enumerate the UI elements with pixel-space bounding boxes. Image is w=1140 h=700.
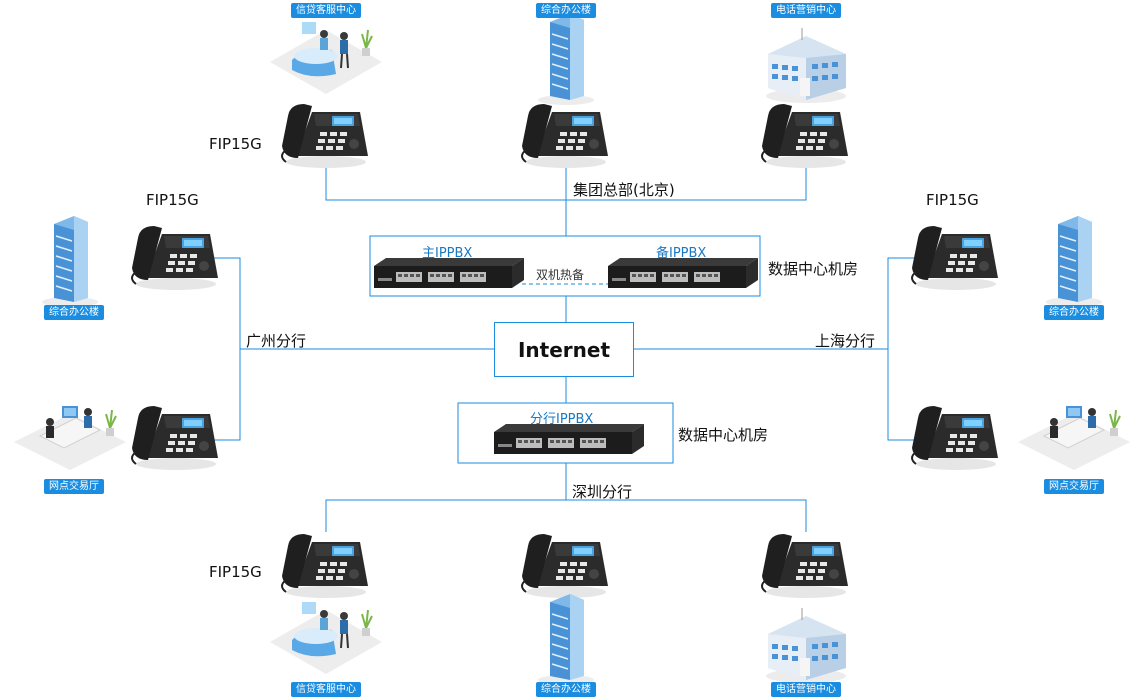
phone-model-label-right: FIP15G <box>926 191 979 209</box>
phone-model-label-bottom: FIP15G <box>209 563 262 581</box>
telemarketing-building-illustration-top <box>765 27 847 104</box>
tag-office-right: 综合办公楼 <box>1044 305 1104 320</box>
credit-service-center-illustration-bottom <box>269 601 383 675</box>
ip-phone-left-upper <box>131 225 219 291</box>
tag-sales-bottom: 电话营销中心 <box>771 682 841 697</box>
tag-office-bottom: 综合办公楼 <box>536 682 596 697</box>
tag-credit-service-bottom: 信贷客服中心 <box>291 682 361 697</box>
shenzhen-branch-label: 深圳分行 <box>572 483 633 501</box>
ip-phone-top-left <box>281 103 369 169</box>
tag-credit-service-top: 信贷客服中心 <box>291 3 361 18</box>
headquarters-label: 集团总部(北京) <box>573 181 675 199</box>
ip-phone-bottom-right <box>761 533 849 599</box>
tag-office-top: 综合办公楼 <box>536 3 596 18</box>
primary-pbx-label: 主IPPBX <box>422 246 473 261</box>
ip-phone-top-center <box>521 103 609 169</box>
branch-datacenter-box <box>457 402 674 464</box>
branch-datacenter-label: 数据中心机房 <box>678 426 769 444</box>
ip-phone-left-lower <box>131 405 219 471</box>
shanghai-branch-label: 上海分行 <box>815 332 876 350</box>
ip-phone-right-upper <box>911 225 999 291</box>
backup-pbx-label: 备IPPBX <box>656 246 707 261</box>
link-lines <box>210 168 914 532</box>
ip-phone-bottom-left <box>281 533 369 599</box>
office-building-illustration-left <box>41 215 99 308</box>
branch-pbx-device <box>494 424 644 454</box>
trading-hall-illustration-right <box>1017 405 1131 471</box>
tag-sales-top: 电话营销中心 <box>771 3 841 18</box>
office-building-illustration-top <box>537 13 595 106</box>
ip-phone-bottom-center <box>521 533 609 599</box>
tag-trading-hall-right: 网点交易厅 <box>1044 479 1104 494</box>
backup-pbx-device <box>608 258 758 288</box>
ip-phone-right-lower <box>911 405 999 471</box>
office-building-illustration-right <box>1045 215 1103 308</box>
branch-pbx-label: 分行IPPBX <box>530 412 594 427</box>
office-building-illustration-bottom <box>537 593 595 686</box>
primary-pbx-device <box>374 258 524 288</box>
internet-node: Internet <box>494 322 634 377</box>
hq-datacenter-label: 数据中心机房 <box>768 260 859 278</box>
phone-model-label-top: FIP15G <box>209 135 262 153</box>
credit-service-center-illustration-top <box>269 21 383 95</box>
hot-standby-label: 双机热备 <box>536 268 585 282</box>
trading-hall-illustration-left <box>13 405 127 471</box>
tag-trading-hall-left: 网点交易厅 <box>44 479 104 494</box>
hq-datacenter-box <box>369 235 761 297</box>
ip-phone-top-right <box>761 103 849 169</box>
tag-office-left: 综合办公楼 <box>44 305 104 320</box>
phone-model-label-left: FIP15G <box>146 191 199 209</box>
guangzhou-branch-label: 广州分行 <box>246 332 307 350</box>
telemarketing-building-illustration-bottom <box>765 607 847 684</box>
